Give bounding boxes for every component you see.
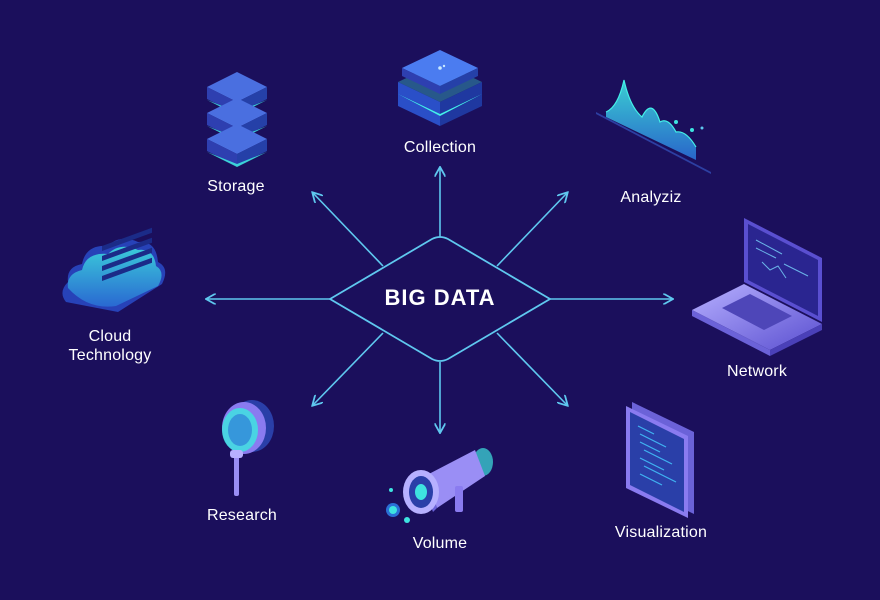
laptop-icon <box>692 218 822 356</box>
node-label-cloud-technology: Cloud Technology <box>50 327 170 365</box>
node-label-network: Network <box>726 363 788 380</box>
connector-research <box>313 332 384 405</box>
chart-icon <box>596 79 711 174</box>
connector-visualization <box>496 332 567 405</box>
node-label-visualization: Visualization <box>614 524 708 541</box>
node-label-research: Research <box>206 507 278 524</box>
connector-storage <box>313 193 384 267</box>
node-label-collection: Collection <box>403 139 477 156</box>
connectors <box>207 168 672 432</box>
megaphone-icon <box>386 448 493 523</box>
node-label-cloud-line2: Technology <box>68 347 152 364</box>
node-label-volume: Volume <box>412 535 468 552</box>
tablet-icon <box>626 402 694 518</box>
magnifier-icon <box>222 400 274 496</box>
center-title: BIG DATA <box>384 285 496 310</box>
node-label-cloud-line1: Cloud <box>88 328 132 345</box>
cloud-icon <box>62 227 166 312</box>
collection-icon <box>398 50 482 126</box>
connector-analyziz <box>496 193 567 267</box>
center-diamond <box>328 236 552 362</box>
node-label-analyziz: Analyziz <box>620 189 682 206</box>
storage-icon <box>207 72 267 167</box>
node-label-storage: Storage <box>207 178 265 195</box>
